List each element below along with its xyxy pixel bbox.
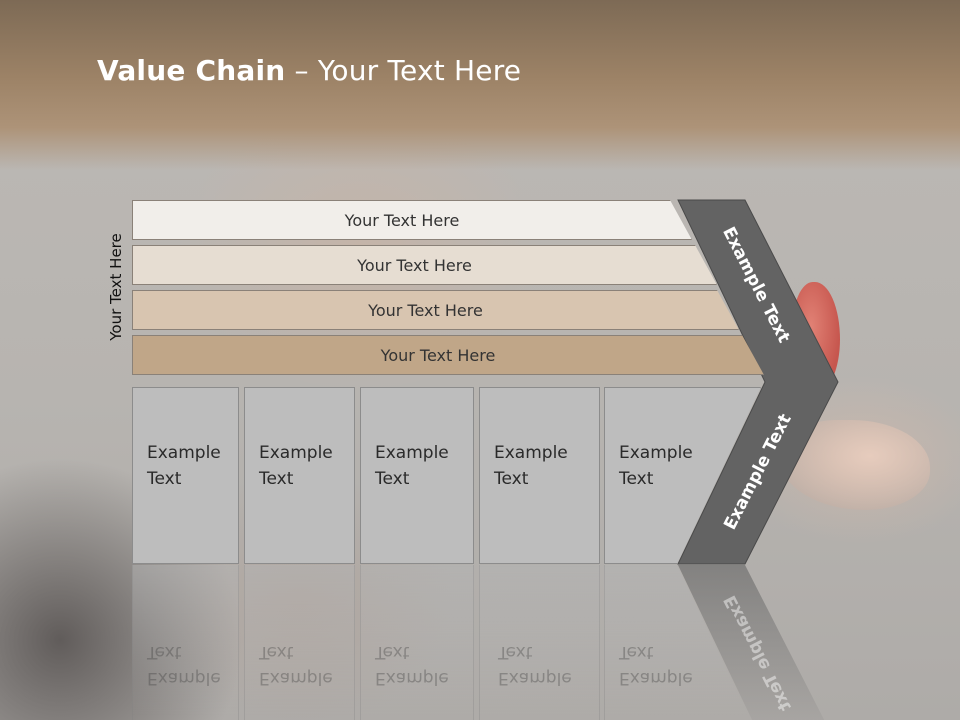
box-1-line1: Example	[147, 443, 221, 463]
box-2: Example Text	[244, 387, 355, 564]
box-5-line1: Example	[619, 443, 693, 463]
bar-row-3: Your Text Here	[132, 290, 739, 330]
chevron-shape	[677, 199, 839, 565]
bar-row-3-label: Your Text Here	[368, 300, 483, 320]
bar-row-1: Your Text Here	[132, 200, 692, 240]
box-2-line1: Example	[259, 443, 333, 463]
bar-row-2: Your Text Here	[132, 245, 717, 285]
title-band	[0, 0, 960, 170]
box-5-line2: Text	[619, 469, 654, 489]
bar-row-1-label: Your Text Here	[344, 210, 460, 230]
box-3-line1: Example	[375, 443, 449, 463]
bar-row-2-label: Your Text Here	[357, 255, 472, 275]
title-bold: Value Chain	[97, 54, 286, 87]
bar-row-4: Your Text Here	[132, 335, 764, 375]
title-rest: – Your Text Here	[285, 54, 522, 87]
box-2-line2: Text	[259, 469, 294, 489]
box-1: Example Text	[132, 387, 239, 564]
box-4: Example Text	[479, 387, 600, 564]
box-1-line2: Text	[147, 469, 182, 489]
box-3: Example Text	[360, 387, 474, 564]
bar-row-4-label: Your Text Here	[380, 345, 496, 365]
slide-title: Value Chain – Your Text Here	[97, 54, 521, 87]
box-4-line1: Example	[494, 443, 568, 463]
box-3-line2: Text	[375, 469, 410, 489]
reflection-chevron	[678, 565, 825, 720]
box-4-line2: Text	[494, 469, 529, 489]
